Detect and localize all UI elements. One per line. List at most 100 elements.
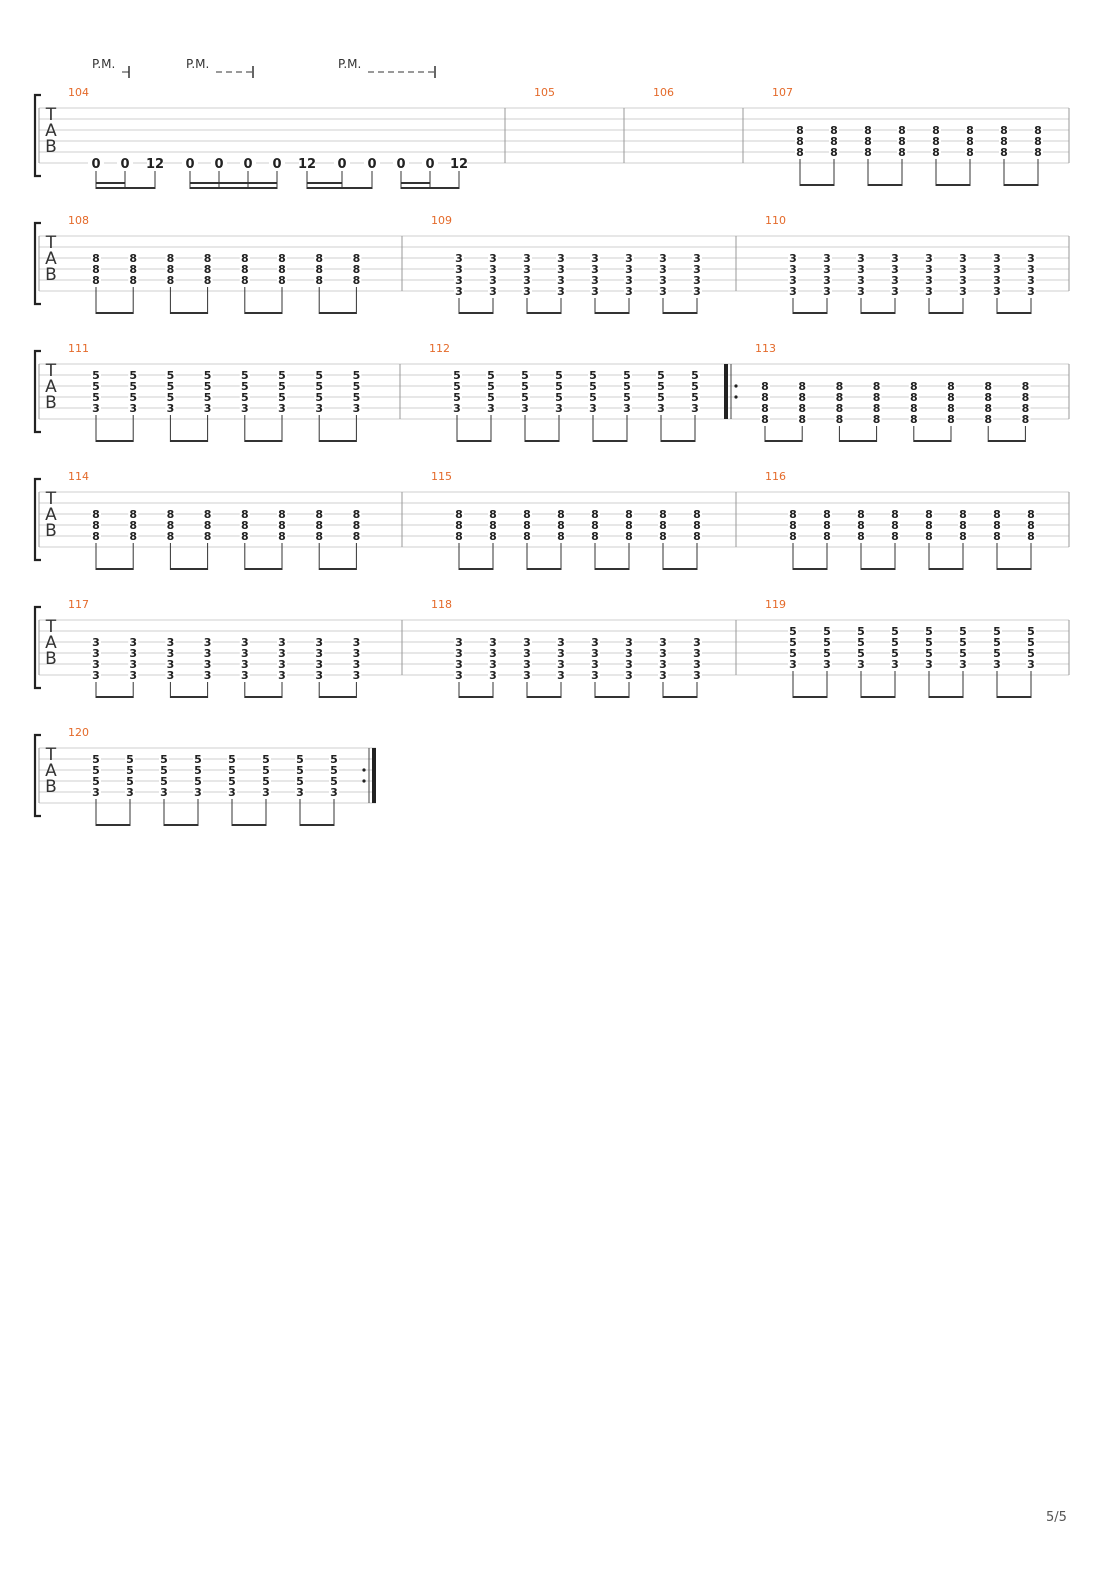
note-bg [393, 157, 409, 169]
note-bg [227, 787, 237, 797]
fret-number: 3 [523, 252, 531, 265]
fret-number: 3 [625, 647, 633, 660]
fret-number: 3 [1027, 252, 1035, 265]
fret-number: 5 [262, 775, 270, 788]
note-bg [795, 147, 805, 157]
note-bg [624, 520, 634, 530]
note-bg [556, 637, 566, 647]
fret-number: 3 [204, 669, 212, 682]
note-bg [277, 520, 287, 530]
note-bg [788, 648, 798, 658]
fret-number: 5 [160, 764, 168, 777]
note-bg [924, 637, 934, 647]
note-bg [890, 509, 900, 519]
fret-number: 5 [228, 764, 236, 777]
fret-number: 3 [857, 252, 865, 265]
fret-number: 0 [337, 157, 346, 172]
note-bg [856, 286, 866, 296]
measure-number: 117 [68, 598, 89, 611]
fret-number: 3 [455, 274, 463, 287]
fret-number: 5 [278, 369, 286, 382]
note-bg [299, 157, 315, 169]
fret-number: 5 [993, 625, 1001, 638]
note-bg [91, 275, 101, 285]
fret-number: 8 [830, 135, 838, 148]
fret-number: 8 [455, 508, 463, 521]
fret-number: 8 [925, 508, 933, 521]
note-bg [351, 381, 362, 391]
fret-number: 5 [129, 369, 137, 382]
tab-clef-letter: A [45, 121, 57, 141]
fret-number: 8 [836, 380, 844, 393]
fret-number: 3 [167, 636, 175, 649]
fret-number: 3 [557, 636, 565, 649]
fret-number: 8 [659, 519, 667, 532]
tab-clef-letter: T [45, 489, 57, 509]
tab-clef-letter: T [45, 745, 57, 765]
fret-number: 8 [947, 380, 955, 393]
fret-number: 3 [591, 647, 599, 660]
fret-number: 5 [241, 391, 249, 404]
fret-number: 5 [823, 625, 831, 638]
fret-number: 3 [959, 274, 967, 287]
note-bg [520, 403, 530, 413]
tab-clef-letter: T [45, 361, 57, 381]
fret-number: 5 [555, 369, 563, 382]
fret-number: 8 [789, 530, 797, 543]
note-bg [958, 626, 968, 636]
fret-number: 8 [241, 263, 249, 276]
note-bg [856, 626, 866, 636]
note-bg [897, 136, 907, 146]
fret-number: 8 [625, 519, 633, 532]
note-bg [165, 370, 176, 380]
note-bg [351, 509, 362, 519]
fret-number: 8 [315, 530, 323, 543]
note-bg [658, 286, 668, 296]
note-bg [329, 754, 339, 764]
measure-number: 115 [431, 470, 452, 483]
note-bg [924, 253, 934, 263]
fret-number: 3 [204, 402, 212, 415]
fret-number: 5 [129, 380, 137, 393]
fret-number: 5 [623, 380, 631, 393]
note-bg [690, 370, 700, 380]
fret-number: 3 [693, 252, 701, 265]
fret-number: 8 [1034, 135, 1042, 148]
fret-number: 8 [910, 391, 918, 404]
fret-number: 0 [243, 157, 252, 172]
fret-number: 8 [523, 519, 531, 532]
note-bg [522, 509, 532, 519]
fret-number: 5 [353, 380, 361, 393]
note-bg [125, 776, 135, 786]
note-bg [488, 509, 498, 519]
fret-number: 0 [185, 157, 194, 172]
fret-number: 3 [455, 252, 463, 265]
note-bg [454, 275, 464, 285]
fret-number: 8 [1022, 402, 1030, 415]
fret-number: 5 [891, 636, 899, 649]
note-bg [788, 275, 798, 285]
note-bg [829, 136, 839, 146]
fret-number: 3 [693, 274, 701, 287]
fret-number: 8 [353, 252, 361, 265]
repeat-dot [362, 768, 366, 772]
note-bg [165, 253, 176, 263]
note-bg [202, 403, 213, 413]
note-bg [656, 403, 666, 413]
fret-number: 8 [798, 402, 806, 415]
note-bg [128, 670, 139, 680]
fret-number: 3 [455, 263, 463, 276]
fret-number: 8 [625, 508, 633, 521]
fret-number: 5 [823, 647, 831, 660]
note-bg [556, 253, 566, 263]
note-bg [692, 275, 702, 285]
fret-number: 8 [353, 530, 361, 543]
note-bg [624, 286, 634, 296]
note-bg [452, 392, 462, 402]
note-bg [488, 264, 498, 274]
note-bg [269, 157, 285, 169]
fret-number: 8 [823, 519, 831, 532]
note-bg [931, 125, 941, 135]
fret-number: 3 [557, 252, 565, 265]
note-bg [624, 275, 634, 285]
